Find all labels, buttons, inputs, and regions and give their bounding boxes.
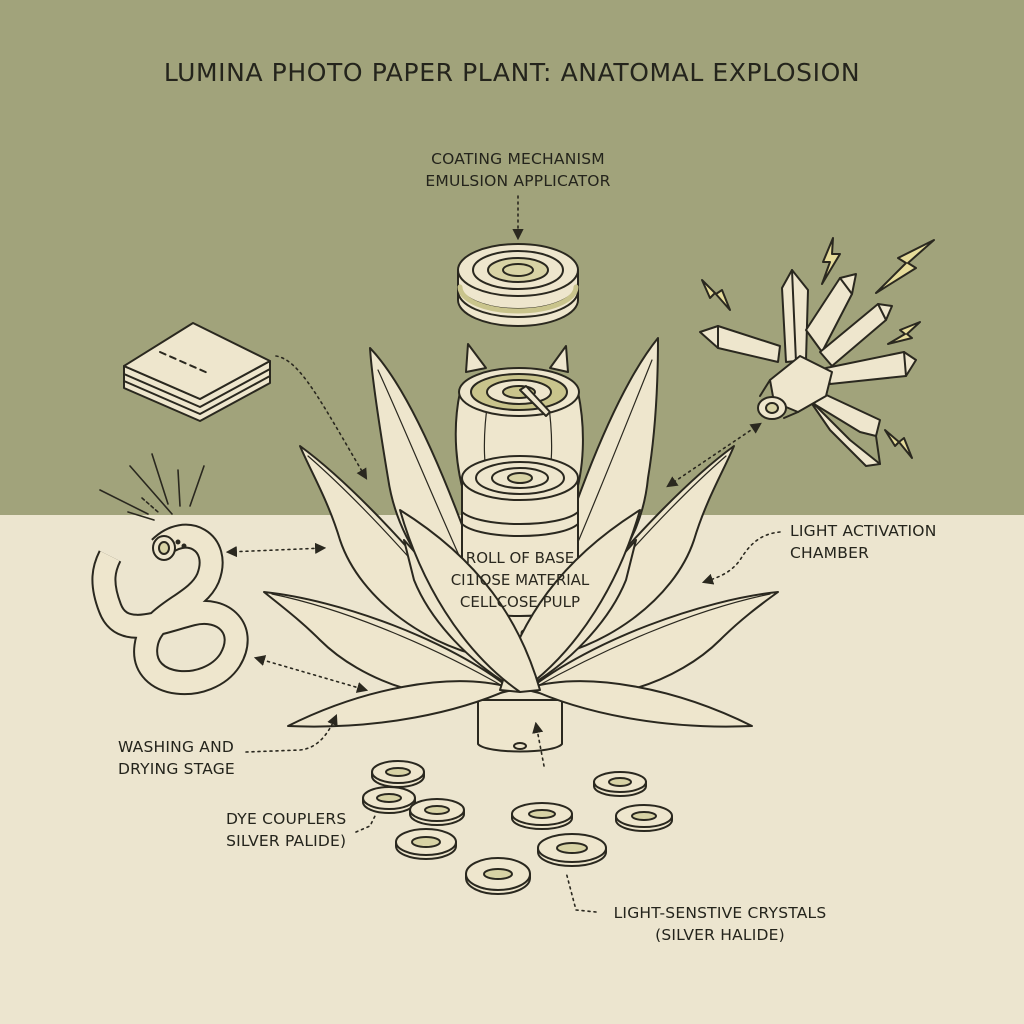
silver-halide-disc-icon — [371, 760, 425, 788]
arrow-washing — [253, 655, 369, 693]
arrow-crystals — [565, 871, 597, 913]
arrow-bottom — [532, 721, 545, 767]
label-light-activation-line2: CHAMBER — [790, 544, 870, 562]
silver-halide-disc-icon — [362, 786, 416, 814]
canister-line-1: ROLL OF BASE — [466, 549, 574, 567]
label-washing-line2: DRYING STAGE — [118, 760, 235, 778]
label-light-activation: LIGHT ACTIVATION CHAMBER — [790, 520, 937, 564]
silver-halide-discs — [362, 760, 673, 895]
label-dye-line2: SILVER PALIDE) — [226, 832, 347, 850]
label-washing-line1: WASHING AND — [118, 738, 235, 756]
label-coating-line1: COATING MECHANISM — [431, 150, 605, 168]
arrow-tube — [225, 542, 327, 558]
spark-lines — [99, 453, 205, 521]
canister-line-2: CI1IOSE MATERIAL — [451, 571, 590, 589]
bottom-cylinder — [477, 699, 563, 753]
arrow-washing-stage — [245, 713, 338, 753]
leader-arrows — [225, 195, 781, 913]
silver-halide-disc-icon — [537, 833, 607, 867]
canister-line-3: CELLCOSE PULP — [460, 593, 580, 611]
silver-halide-disc-icon — [409, 798, 465, 826]
crystal-cluster-icon — [699, 269, 917, 467]
label-dye-line1: DYE COUPLERS — [226, 810, 347, 828]
page-title: LUMINA PHOTO PAPER PLANT: ANATOMAL EXPLO… — [163, 58, 861, 87]
silver-halide-disc-icon — [593, 771, 647, 797]
silver-halide-disc-icon — [395, 828, 457, 860]
lightning-bolt-icon — [701, 237, 935, 459]
label-coating-mechanism: COATING MECHANISM EMULSION APPLICATOR — [388, 148, 648, 192]
label-light-activation-line1: LIGHT ACTIVATION — [790, 522, 937, 540]
silver-halide-disc-icon — [465, 857, 531, 895]
arrow-dye — [355, 813, 377, 833]
arrow-crystal — [666, 422, 762, 488]
emulsion-disc-stack-icon — [457, 243, 579, 327]
label-washing-drying: WASHING AND DRYING STAGE — [118, 736, 235, 780]
label-crystals-line2: (SILVER HALIDE) — [655, 926, 785, 944]
paper-stack-icon — [123, 322, 271, 422]
label-coating-line2: EMULSION APPLICATOR — [425, 172, 611, 190]
label-light-sensitive-crystals: LIGHT-SENSTIVE CRYSTALS (SILVER HALIDE) — [590, 902, 850, 946]
silver-halide-disc-icon — [615, 804, 673, 832]
leaf-rosette-front — [263, 509, 779, 728]
coiled-tube-icon — [91, 523, 249, 696]
label-dye-couplers: DYE COUPLERS SILVER PALIDE) — [226, 808, 346, 852]
label-crystals-line1: LIGHT-SENSTIVE CRYSTALS — [613, 904, 827, 922]
silver-halide-disc-icon — [511, 802, 573, 830]
